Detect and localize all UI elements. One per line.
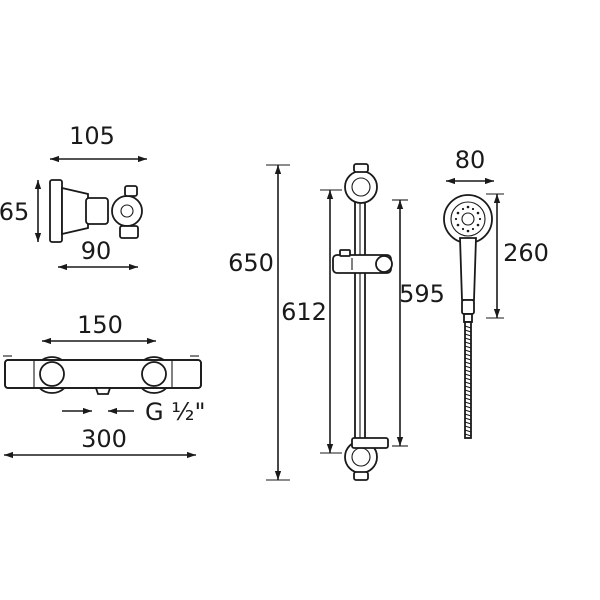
sliding-rail (332, 163, 393, 481)
dim-label-650: 650 (228, 249, 274, 277)
dim-label-80: 80 (455, 146, 486, 174)
dim-label-65: 65 (0, 198, 29, 226)
dim-label-105: 105 (69, 122, 115, 150)
shower-hose (464, 321, 472, 439)
dim-label-150: 150 (77, 311, 123, 339)
dim-label-260: 260 (503, 239, 549, 267)
shower-handset (443, 194, 493, 323)
valve-side-view (49, 179, 143, 243)
dim-label-612: 612 (281, 298, 327, 326)
dim-label-300: 300 (81, 425, 127, 453)
valve-front-view (3, 355, 202, 395)
dim-label-thread: G ½" (145, 398, 206, 426)
dim-label-595: 595 (399, 280, 445, 308)
dim-label-90: 90 (81, 237, 112, 265)
